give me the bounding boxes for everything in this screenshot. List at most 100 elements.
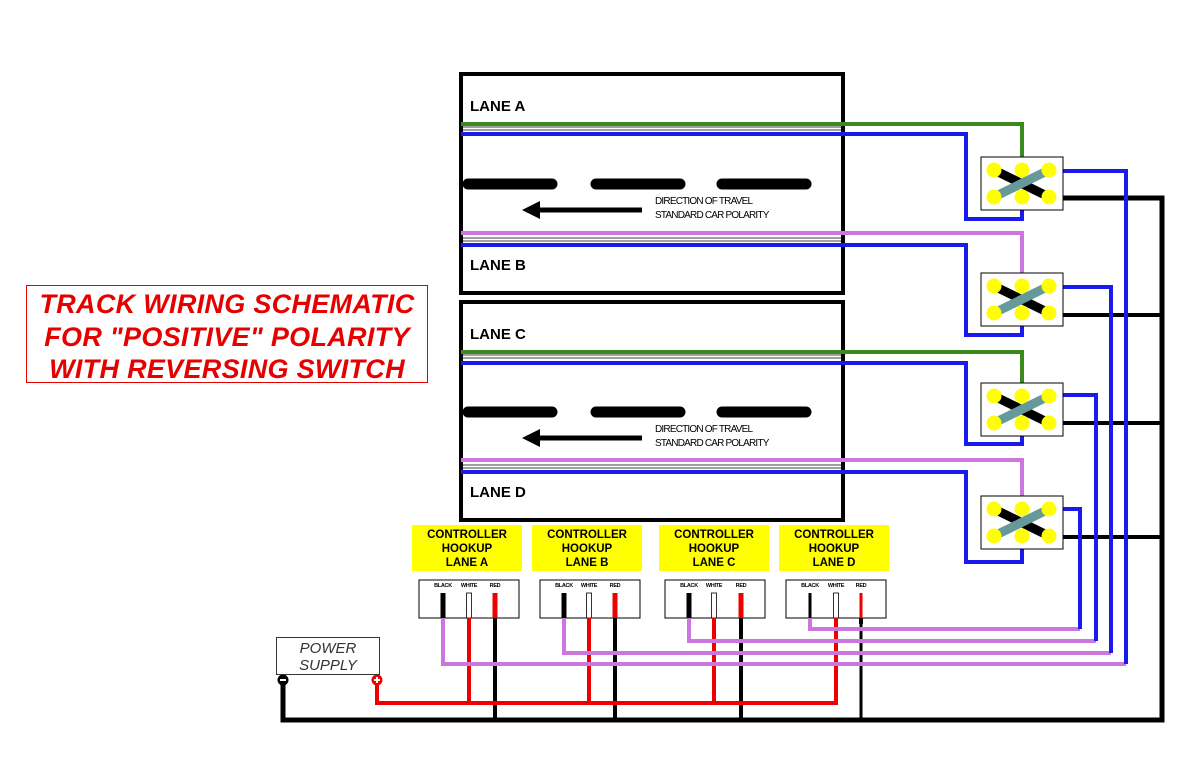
switch-terminal-icon bbox=[986, 501, 1002, 517]
black-pin[interactable] bbox=[686, 593, 692, 618]
direction-arrow-icon bbox=[522, 201, 642, 219]
switch-terminal-icon bbox=[1014, 305, 1030, 321]
black-pin[interactable] bbox=[808, 593, 812, 618]
controller-label-line: CONTROLLER bbox=[427, 529, 507, 541]
white-pin[interactable] bbox=[466, 592, 472, 619]
controller-label-line: LANE A bbox=[445, 557, 489, 569]
direction-text: DIRECTION OF TRAVEL STANDARD CAR POLARIT… bbox=[655, 423, 769, 451]
reversing-switch-lane-c[interactable] bbox=[980, 382, 1064, 437]
red-pin[interactable] bbox=[612, 593, 618, 618]
switch-terminal-icon bbox=[986, 162, 1002, 178]
direction-arrow-icon bbox=[522, 429, 642, 447]
white-pin[interactable] bbox=[833, 592, 839, 619]
controller-hookup-lane-a: CONTROLLER HOOKUP LANE A bbox=[412, 525, 522, 571]
controller-label-line: CONTROLLER bbox=[547, 529, 627, 541]
pin-label: WHITE bbox=[460, 583, 478, 589]
pin-label: BLACK bbox=[680, 583, 698, 589]
pin-label: RED bbox=[489, 583, 501, 589]
direction-of-travel-label: DIRECTION OF TRAVEL bbox=[655, 196, 753, 207]
pin-label: RED bbox=[609, 583, 621, 589]
lane-divider-dashes bbox=[462, 178, 812, 418]
switch-terminal-icon bbox=[1041, 305, 1057, 321]
car-polarity-label: STANDARD CAR POLARITY bbox=[655, 438, 769, 449]
pin-label: BLACK bbox=[434, 583, 452, 589]
reversing-switches bbox=[980, 156, 1064, 550]
red-pin[interactable] bbox=[738, 593, 744, 618]
switch-terminal-icon bbox=[1041, 501, 1057, 517]
switch-terminal-icon bbox=[1041, 189, 1057, 205]
switch-jumper-teal bbox=[992, 165, 1051, 202]
controller-hookup-lane-b: CONTROLLER HOOKUP LANE B bbox=[532, 525, 642, 571]
switch-terminal-icon bbox=[1041, 278, 1057, 294]
blue-switch-outputs bbox=[1060, 169, 1128, 664]
lane-label-b: LANE B bbox=[470, 257, 526, 274]
car-polarity-label: STANDARD CAR POLARITY bbox=[655, 210, 769, 221]
switch-terminal-icon bbox=[1041, 415, 1057, 431]
switch-jumper-teal bbox=[992, 504, 1051, 541]
track-section-cd bbox=[459, 300, 845, 522]
reversing-switch-lane-b[interactable] bbox=[980, 272, 1064, 327]
switch-terminal-icon bbox=[986, 388, 1002, 404]
switch-jumper-teal bbox=[992, 391, 1051, 428]
lane-label-a: LANE A bbox=[470, 98, 526, 115]
controller-label-line: HOOKUP bbox=[688, 543, 740, 555]
controller-label-line: LANE D bbox=[812, 557, 856, 569]
positive-terminal-icon bbox=[371, 674, 383, 686]
controller-label-line: CONTROLLER bbox=[674, 529, 754, 541]
power-supply-label-line: SUPPLY bbox=[299, 657, 357, 674]
lane-label-d: LANE D bbox=[470, 484, 526, 501]
lane-wires bbox=[461, 122, 1024, 564]
switch-terminal-icon bbox=[1041, 162, 1057, 178]
black-pin[interactable] bbox=[440, 593, 446, 618]
reversing-switch-lane-d[interactable] bbox=[980, 495, 1064, 550]
controller-label-line: HOOKUP bbox=[561, 543, 613, 555]
switch-terminal-icon bbox=[986, 415, 1002, 431]
pin-label: RED bbox=[735, 583, 747, 589]
pin-label: BLACK bbox=[555, 583, 573, 589]
pin-label: WHITE bbox=[580, 583, 598, 589]
pin-label: RED bbox=[855, 583, 867, 589]
controller-connector bbox=[785, 579, 887, 619]
switch-terminal-icon bbox=[1014, 162, 1030, 178]
controller-label-line: HOOKUP bbox=[808, 543, 860, 555]
switch-terminal-icon bbox=[986, 528, 1002, 544]
reversing-switch-lane-a[interactable] bbox=[980, 156, 1064, 211]
switch-terminal-icon bbox=[1014, 278, 1030, 294]
track-section-ab bbox=[459, 72, 845, 295]
title-line-2: FOR "POSITIVE" POLARITY bbox=[44, 322, 410, 352]
negative-terminal-icon bbox=[277, 674, 289, 686]
red-pin[interactable] bbox=[492, 593, 498, 618]
controller-hookup-lane-c: CONTROLLER HOOKUP LANE C bbox=[659, 525, 769, 571]
pin-label: BLACK bbox=[801, 583, 819, 589]
purple-controller-wires bbox=[441, 620, 1126, 666]
controller-connector bbox=[418, 579, 520, 619]
direction-text: DIRECTION OF TRAVEL STANDARD CAR POLARIT… bbox=[655, 195, 769, 223]
title-line-1: TRACK WIRING SCHEMATIC bbox=[39, 289, 415, 319]
title-line-3: WITH REVERSING SWITCH bbox=[49, 354, 405, 384]
switch-terminal-icon bbox=[1014, 528, 1030, 544]
schematic-title: TRACK WIRING SCHEMATIC FOR "POSITIVE" PO… bbox=[26, 285, 428, 384]
controller-connector bbox=[539, 579, 641, 619]
controller-label-line: LANE B bbox=[565, 557, 609, 569]
controller-label-line: LANE C bbox=[692, 557, 736, 569]
power-supply: POWER SUPPLY bbox=[276, 637, 380, 675]
white-pin[interactable] bbox=[586, 592, 592, 619]
direction-of-travel-label: DIRECTION OF TRAVEL bbox=[655, 424, 753, 435]
power-supply-label-line: POWER bbox=[299, 640, 357, 657]
switch-terminal-icon bbox=[1014, 415, 1030, 431]
black-pin[interactable] bbox=[561, 593, 567, 618]
switch-terminal-icon bbox=[1014, 189, 1030, 205]
switch-terminal-icon bbox=[1041, 528, 1057, 544]
red-pin[interactable] bbox=[859, 593, 863, 618]
white-pin[interactable] bbox=[711, 592, 717, 619]
controller-label-line: CONTROLLER bbox=[794, 529, 874, 541]
switch-terminal-icon bbox=[1014, 501, 1030, 517]
switch-jumper-teal bbox=[992, 281, 1051, 318]
switch-terminal-icon bbox=[1041, 388, 1057, 404]
switch-terminal-icon bbox=[1014, 388, 1030, 404]
slot-lines bbox=[463, 126, 841, 469]
pin-label: WHITE bbox=[827, 583, 845, 589]
switch-terminal-icon bbox=[986, 278, 1002, 294]
controller-hookup-lane-d: CONTROLLER HOOKUP LANE D bbox=[779, 525, 889, 571]
